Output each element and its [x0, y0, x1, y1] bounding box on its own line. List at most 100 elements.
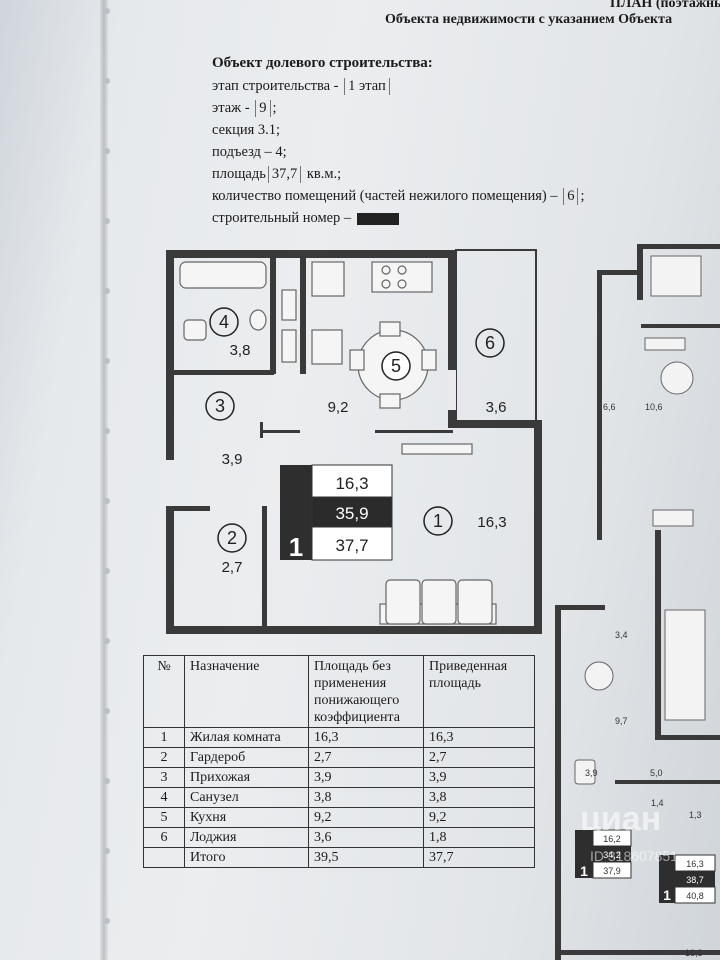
- area-label: площадь: [212, 166, 266, 182]
- rooms-label: количество помещений (частей нежилого по…: [212, 188, 558, 204]
- header-area-raw: Площадь без применения понижающего коэфф…: [308, 655, 424, 728]
- build-number-label: строительный номер –: [212, 210, 352, 226]
- cell-number: 4: [143, 787, 185, 808]
- object-title: Объект долевого строительства:: [212, 55, 433, 71]
- plan-walls: [166, 250, 542, 634]
- cell-area-raw: 2,7: [308, 747, 424, 768]
- side-badge-a-rooms: 1: [580, 863, 588, 879]
- header-line-1: ПЛАН (поэтажный): [610, 0, 720, 11]
- side-label-1: 6,6: [603, 402, 616, 412]
- side-label-7: 1,4: [651, 798, 664, 808]
- header-line-2: Объекта недвижимости с указанием Объекта: [385, 12, 673, 27]
- entrance-line: подъезд – 4;: [212, 144, 287, 160]
- floor-suffix: ;: [272, 100, 277, 116]
- plan-badge: 16,3 35,9 37,7 1: [289, 464, 393, 562]
- cell-area-raw: 3,6: [308, 827, 424, 848]
- loggia-door: [448, 370, 456, 410]
- side-label-2: 10,6: [645, 402, 663, 412]
- cell-area-raw: 3,9: [308, 767, 424, 788]
- room-3-number: 3: [215, 396, 225, 416]
- badge-value-3: 37,7: [335, 536, 368, 555]
- stage-value: 1 этап: [344, 78, 390, 95]
- area-unit: кв.м.;: [306, 166, 342, 182]
- side-badge-a-v1: 16,2: [603, 834, 621, 844]
- cell-area-reduced: 1,8: [423, 827, 535, 848]
- loggia-outline: [455, 249, 537, 423]
- cell-purpose: Гардероб: [184, 747, 309, 768]
- cell-area-raw: 3,8: [308, 787, 424, 808]
- badge-rooms: 1: [289, 532, 303, 562]
- header-area-reduced: Приведенная площадь: [423, 655, 535, 728]
- floor-line: этаж - 9;: [212, 100, 277, 117]
- room-6-number: 6: [485, 333, 495, 353]
- build-number-line: строительный номер –: [212, 210, 399, 227]
- room-5-area: 9,2: [328, 399, 349, 416]
- room-2-number: 2: [227, 528, 237, 548]
- side-badge-b-v1: 16,3: [686, 859, 704, 869]
- cell-number: 2: [143, 747, 185, 768]
- floor-label: этаж -: [212, 100, 250, 116]
- cell-area-raw: 16,3: [308, 727, 424, 748]
- cell-purpose: Лоджия: [184, 827, 309, 848]
- side-badge-a: 16,2 34,2 37,9 1: [575, 829, 632, 879]
- side-label-3: 3,4: [615, 630, 628, 640]
- neighbor-plan-fragment: 6,6 10,6 3,4 9,7 3,9 5,0 1,4 1,3 16,3 16…: [555, 244, 720, 960]
- cell-area-raw: 9,2: [308, 807, 424, 828]
- side-label-8: 1,3: [689, 810, 702, 820]
- rooms-line: количество помещений (частей нежилого по…: [212, 188, 585, 205]
- cell-area-reduced: 9,2: [423, 807, 535, 828]
- cell-purpose: Кухня: [184, 807, 309, 828]
- side-badge-b-rooms: 1: [663, 887, 671, 903]
- table-header-row: № Назначение Площадь без применения пони…: [143, 655, 535, 728]
- floor-value: 9: [255, 100, 271, 117]
- cell-area-reduced: 3,8: [423, 787, 535, 808]
- room-5-number: 5: [391, 356, 401, 376]
- side-badge-b-v2: 38,7: [686, 875, 704, 885]
- rooms-value: 6: [563, 188, 579, 205]
- apartment-floor-plan: 16,3 35,9 37,7 1 4 3,8 5 9,2 6 3,6 3 3,9…: [166, 249, 542, 634]
- header-purpose: Назначение: [184, 655, 309, 728]
- cian-watermark: циан: [580, 800, 662, 838]
- cell-number: [143, 847, 185, 868]
- rooms-table: № Назначение Площадь без применения пони…: [143, 655, 535, 868]
- cell-area-raw: 39,5: [308, 847, 424, 868]
- room-4-number: 4: [219, 312, 229, 332]
- side-label-4: 9,7: [615, 716, 628, 726]
- badge-value-2: 35,9: [335, 504, 368, 523]
- area-value: 37,7: [267, 166, 302, 183]
- plan-badge-dark: [280, 465, 312, 560]
- stage-line: этап строительства - 1 этап: [212, 78, 392, 95]
- plan-fixtures: [179, 261, 497, 625]
- side-badge-b-v3: 40,8: [686, 891, 704, 901]
- side-badge-b: 16,3 38,7 40,8 1: [659, 854, 716, 904]
- cell-area-reduced: 37,7: [423, 847, 535, 868]
- cian-watermark-id: ID 318607851: [590, 848, 678, 864]
- side-label-9: 16,3: [685, 948, 703, 958]
- header-number: №: [143, 655, 185, 728]
- room-2-area: 2,7: [222, 559, 243, 576]
- side-label-6: 5,0: [650, 768, 663, 778]
- cell-purpose: Прихожая: [184, 767, 309, 788]
- cell-area-reduced: 16,3: [423, 727, 535, 748]
- room-1-area: 16,3: [477, 514, 506, 531]
- cell-number: 6: [143, 827, 185, 848]
- cell-purpose: Жилая комната: [184, 727, 309, 748]
- cell-area-reduced: 3,9: [423, 767, 535, 788]
- badge-value-1: 16,3: [335, 474, 368, 493]
- room-4-area: 3,8: [230, 342, 251, 359]
- page-fold: [100, 0, 108, 960]
- cell-number: 1: [143, 727, 185, 748]
- cell-purpose: Итого: [184, 847, 309, 868]
- rooms-suffix: ;: [580, 188, 585, 204]
- side-badge-a-v2: 34,2: [603, 850, 621, 860]
